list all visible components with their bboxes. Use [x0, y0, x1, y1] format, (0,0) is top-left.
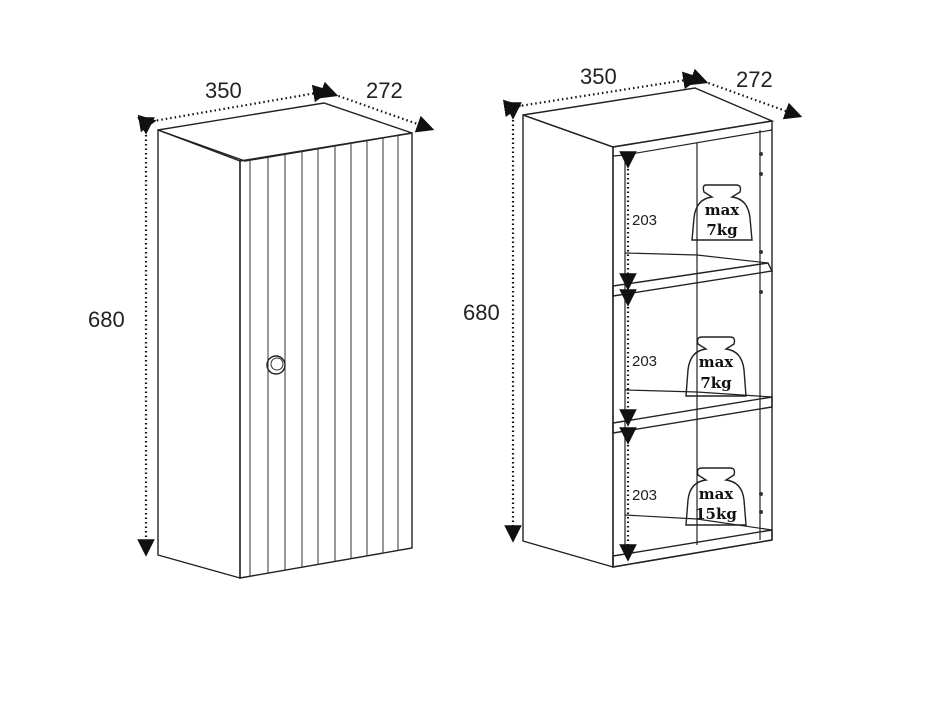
weight-max-label: max — [699, 485, 735, 503]
weight-value-label: 7kg — [700, 374, 732, 392]
weight-icon: max 15kg — [685, 467, 747, 526]
closed-cabinet: 350 272 680 — [88, 78, 435, 579]
weight-max-label: max — [699, 353, 735, 371]
open-width-label: 350 — [580, 64, 617, 89]
open-depth-label: 272 — [736, 67, 773, 92]
weight-icon: max 7kg — [685, 336, 747, 397]
weight-value-label: 7kg — [706, 221, 738, 239]
compartment-height-label: 203 — [632, 487, 657, 504]
weight-value-label: 15kg — [695, 505, 737, 523]
compartment-height-label: 203 — [632, 212, 657, 229]
weight-max-label: max — [705, 201, 741, 219]
closed-height-label: 680 — [88, 307, 125, 332]
shelf-pin-holes — [759, 152, 763, 514]
closed-width-label: 350 — [205, 78, 242, 103]
compartment-height-label: 203 — [632, 353, 657, 370]
open-height-label: 680 — [463, 300, 500, 325]
door-fluting — [249, 136, 399, 577]
open-cabinet: 350 272 680 203 203 203 max 7kg max 7kg … — [463, 64, 803, 568]
closed-depth-label: 272 — [366, 78, 403, 103]
weight-icon: max 7kg — [691, 184, 753, 241]
door-knob — [266, 355, 286, 375]
